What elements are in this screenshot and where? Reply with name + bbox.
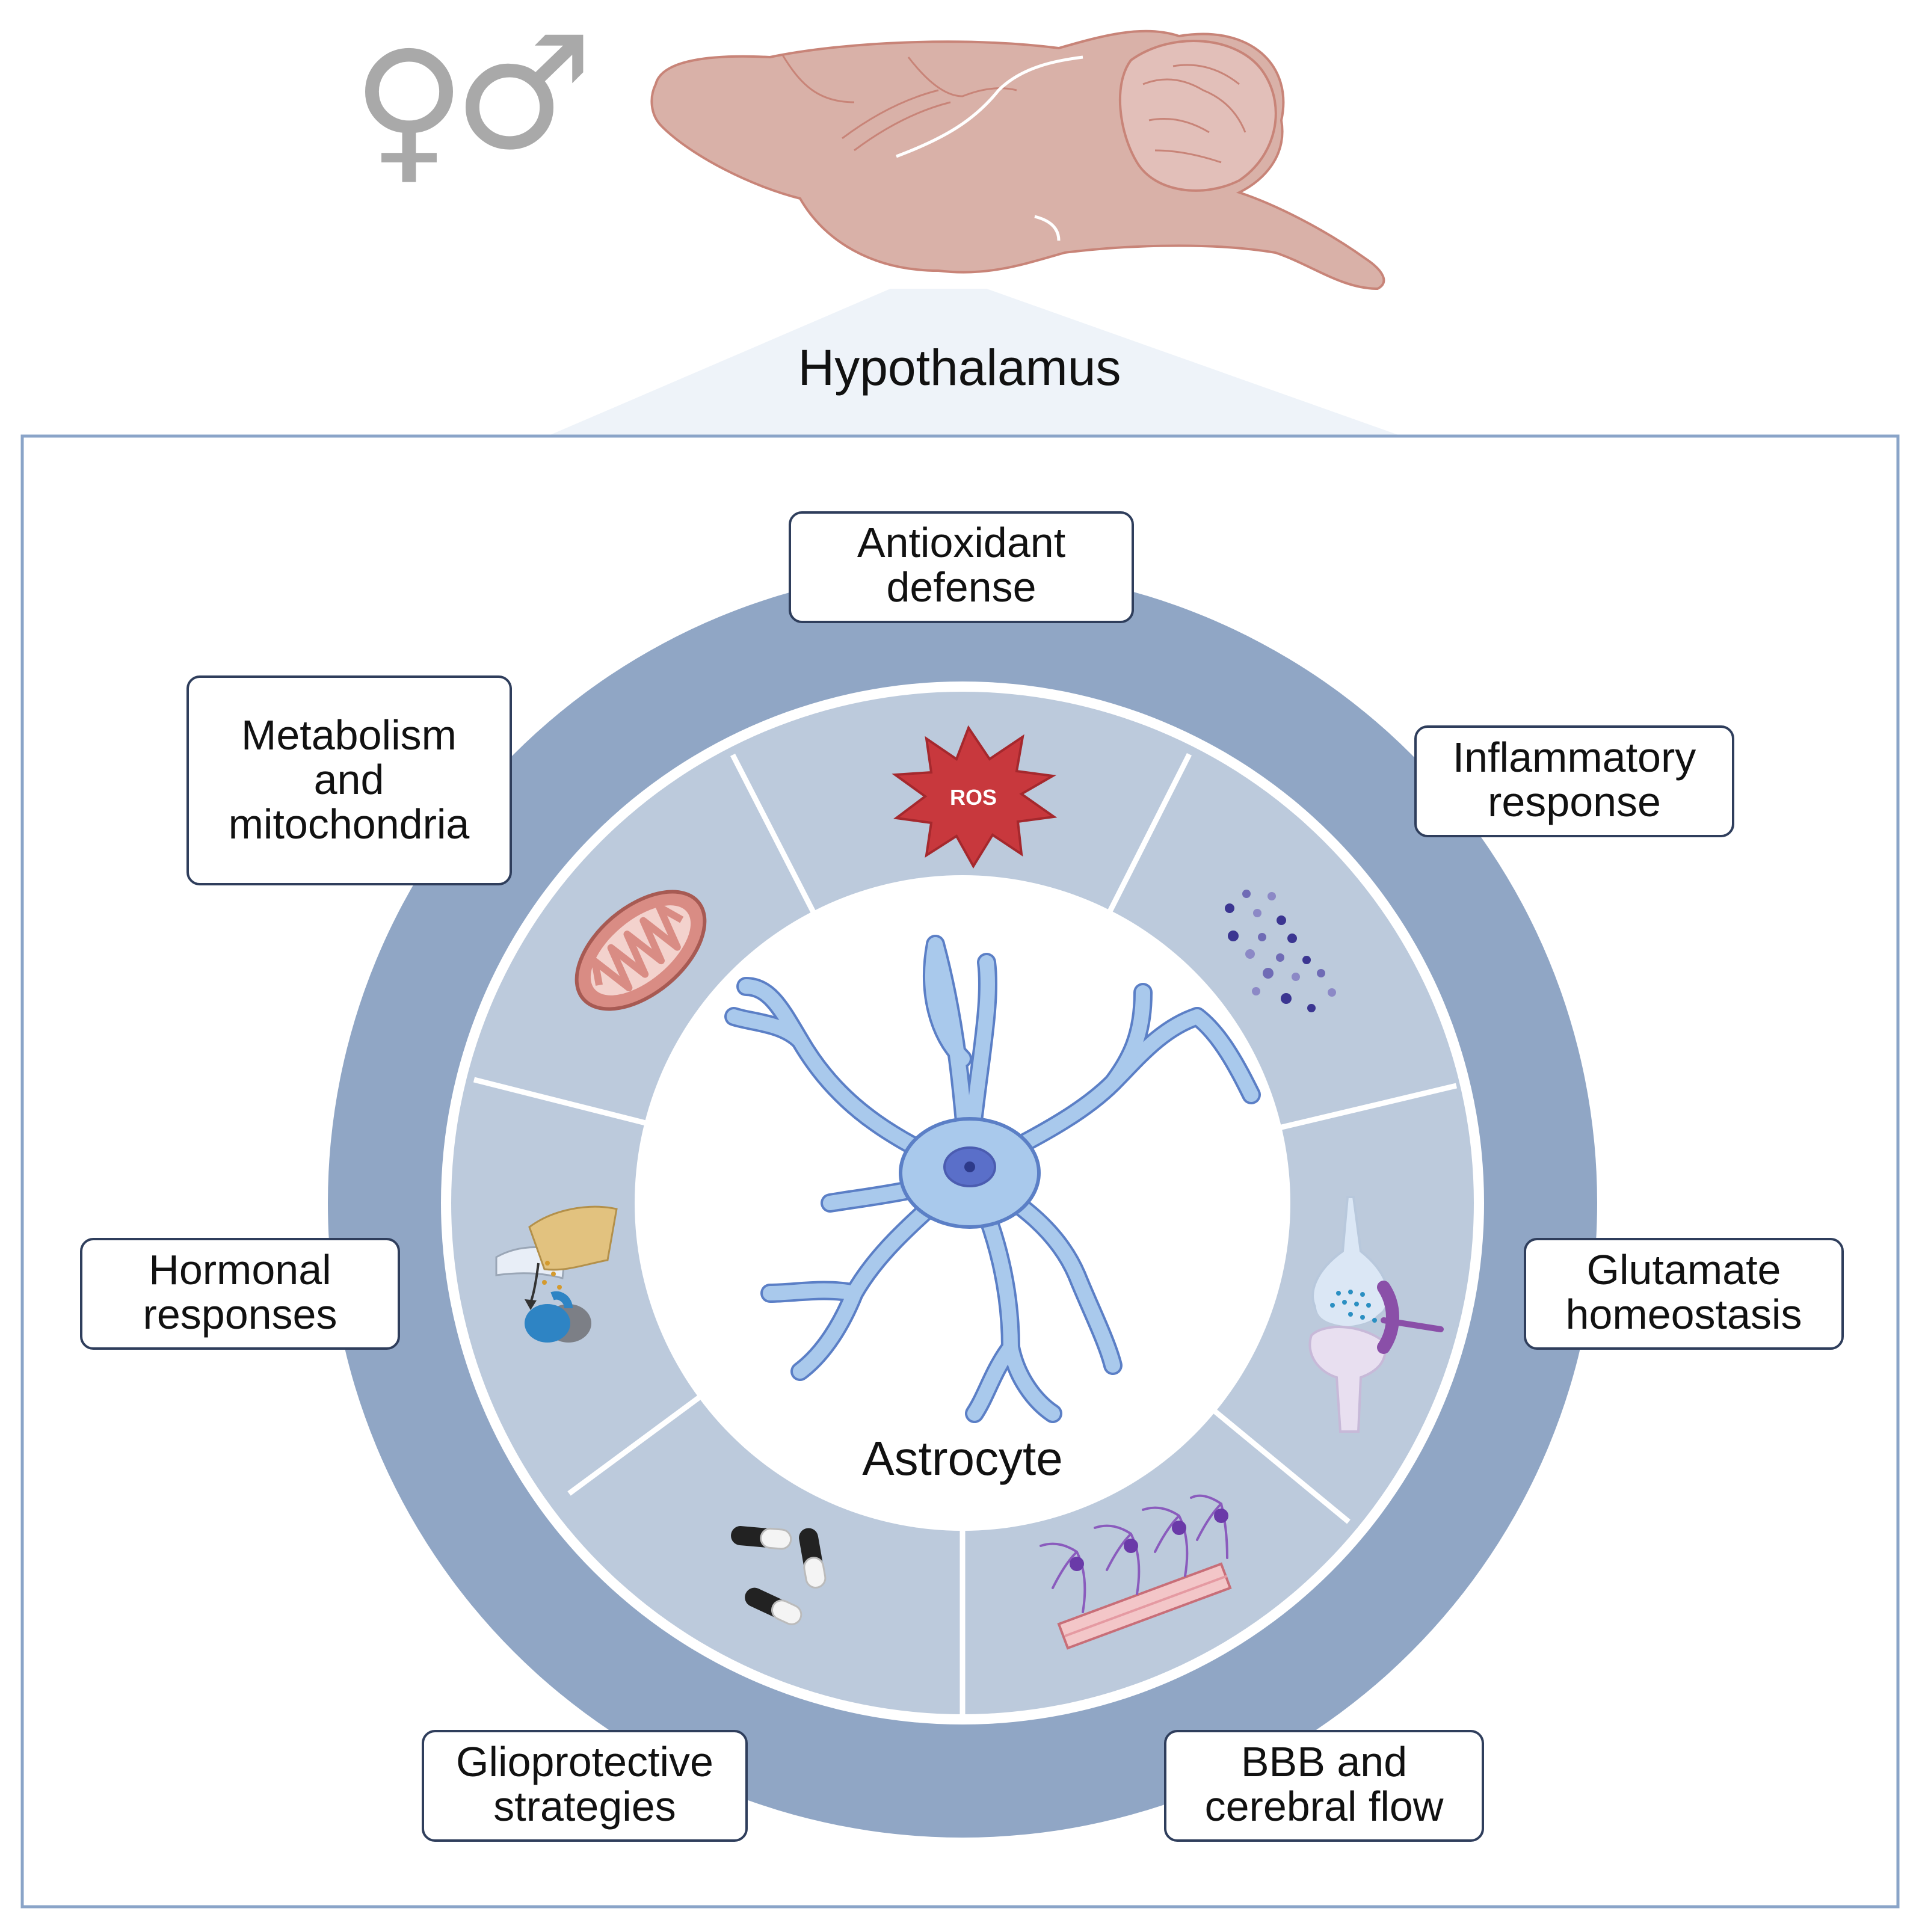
svg-text:defense: defense bbox=[886, 564, 1036, 611]
label-box-hormonal: Hormonal responses bbox=[80, 1238, 400, 1350]
svg-text:strategies: strategies bbox=[493, 1783, 676, 1830]
label-box-antioxidant: Antioxidant defense bbox=[789, 511, 1134, 623]
brain-illustration bbox=[650, 29, 1385, 291]
detail-frame bbox=[20, 434, 1900, 1909]
label-box-metabolism: Metabolism and mitochondria bbox=[186, 675, 512, 885]
svg-text:homeostasis: homeostasis bbox=[1566, 1291, 1802, 1338]
projection-wedge bbox=[547, 289, 1402, 436]
svg-text:Metabolism: Metabolism bbox=[241, 712, 457, 758]
capsules-icon bbox=[731, 1526, 827, 1625]
svg-text:response: response bbox=[1488, 778, 1661, 825]
hypothalamus-label: Hypothalamus bbox=[798, 339, 1121, 396]
svg-text:Glioprotective: Glioprotective bbox=[456, 1738, 713, 1785]
male-symbol: ♂ bbox=[453, 3, 593, 185]
synapse-icon bbox=[1308, 1196, 1444, 1433]
svg-text:cerebral flow: cerebral flow bbox=[1205, 1783, 1444, 1830]
svg-text:BBB and: BBB and bbox=[1241, 1738, 1407, 1785]
svg-text:Inflammatory: Inflammatory bbox=[1453, 734, 1696, 781]
svg-text:mitochondria: mitochondria bbox=[229, 801, 470, 848]
astrocyte-label: Astrocyte bbox=[862, 1432, 1062, 1485]
ros-star-icon: ROS bbox=[892, 725, 1058, 869]
hormone-gland-icon bbox=[495, 1205, 618, 1343]
label-box-glutamate: Glutamate homeostasis bbox=[1524, 1238, 1844, 1350]
label-box-inflammatory: Inflammatory response bbox=[1414, 725, 1734, 837]
svg-text:Antioxidant: Antioxidant bbox=[857, 519, 1065, 566]
label-box-bbb: BBB and cerebral flow bbox=[1164, 1730, 1484, 1842]
svg-text:responses: responses bbox=[143, 1291, 337, 1338]
label-box-glioprotective: Glioprotective strategies bbox=[422, 1730, 748, 1842]
female-symbol: ♀ bbox=[352, 18, 466, 200]
svg-text:Hormonal: Hormonal bbox=[149, 1246, 331, 1293]
ros-label: ROS bbox=[950, 785, 997, 810]
cytokine-dots-icon bbox=[1225, 890, 1336, 1012]
svg-text:Glutamate: Glutamate bbox=[1587, 1246, 1781, 1293]
mitochondrion-icon bbox=[574, 890, 707, 1011]
blood-vessel-icon bbox=[1040, 1494, 1232, 1650]
astrocyte-cell-icon bbox=[724, 935, 1261, 1423]
svg-text:and: and bbox=[314, 756, 384, 803]
